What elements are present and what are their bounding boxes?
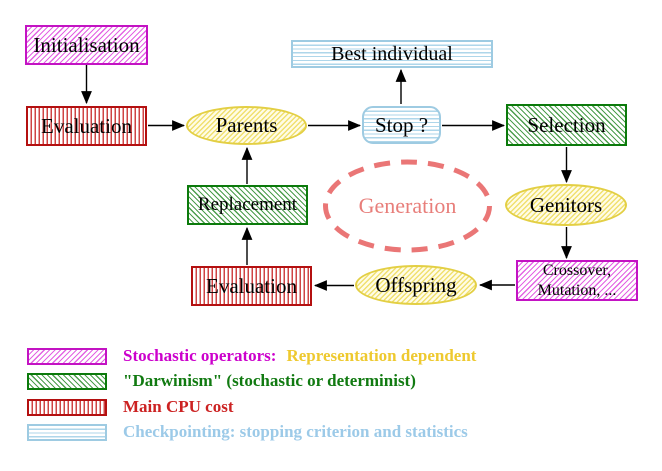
node-genitors: Genitors bbox=[505, 184, 627, 226]
node-parents: Parents bbox=[186, 106, 307, 145]
node-crossover-mutation: Crossover, Mutation, ... bbox=[516, 260, 638, 301]
legend-label-representation-dependent: Representation dependent bbox=[286, 346, 477, 365]
crossover-line2: Mutation, ... bbox=[537, 281, 617, 299]
legend-row-main-cpu-cost: Main CPU cost bbox=[27, 397, 233, 417]
node-best-individual: Best individual bbox=[291, 40, 493, 68]
legend-label-stochastic-operators: Stochastic operators: bbox=[123, 346, 277, 365]
legend-swatch-cyan-stripes bbox=[27, 423, 107, 441]
node-offspring: Offspring bbox=[355, 265, 477, 305]
node-replacement: Replacement bbox=[187, 185, 308, 225]
legend-label-main-cpu-cost: Main CPU cost bbox=[123, 397, 234, 416]
legend-swatch-red-stripes bbox=[27, 398, 107, 416]
node-stop-test: Stop ? bbox=[362, 106, 441, 144]
legend-row-checkpointing: Checkpointing: stopping criterion and st… bbox=[27, 422, 468, 442]
node-evaluation-bottom: Evaluation bbox=[191, 266, 312, 306]
generation-cycle-ellipse bbox=[323, 159, 492, 253]
legend-label-checkpointing: Checkpointing: stopping criterion and st… bbox=[123, 422, 468, 441]
node-selection: Selection bbox=[506, 104, 627, 146]
legend-row-stochastic-operators: Stochastic operators: Representation dep… bbox=[27, 346, 476, 366]
node-initialisation: Initialisation bbox=[25, 25, 148, 65]
generation-label: Generation bbox=[358, 193, 457, 218]
crossover-line1: Crossover, bbox=[542, 262, 612, 280]
legend-swatch-green-hatch bbox=[27, 372, 107, 390]
legend-swatch-magenta-hatch bbox=[27, 347, 107, 365]
legend-row-darwinism: "Darwinism" (stochastic or determinist) bbox=[27, 371, 416, 391]
legend-label-darwinism: "Darwinism" (stochastic or determinist) bbox=[123, 371, 416, 390]
node-evaluation-top: Evaluation bbox=[26, 106, 147, 146]
